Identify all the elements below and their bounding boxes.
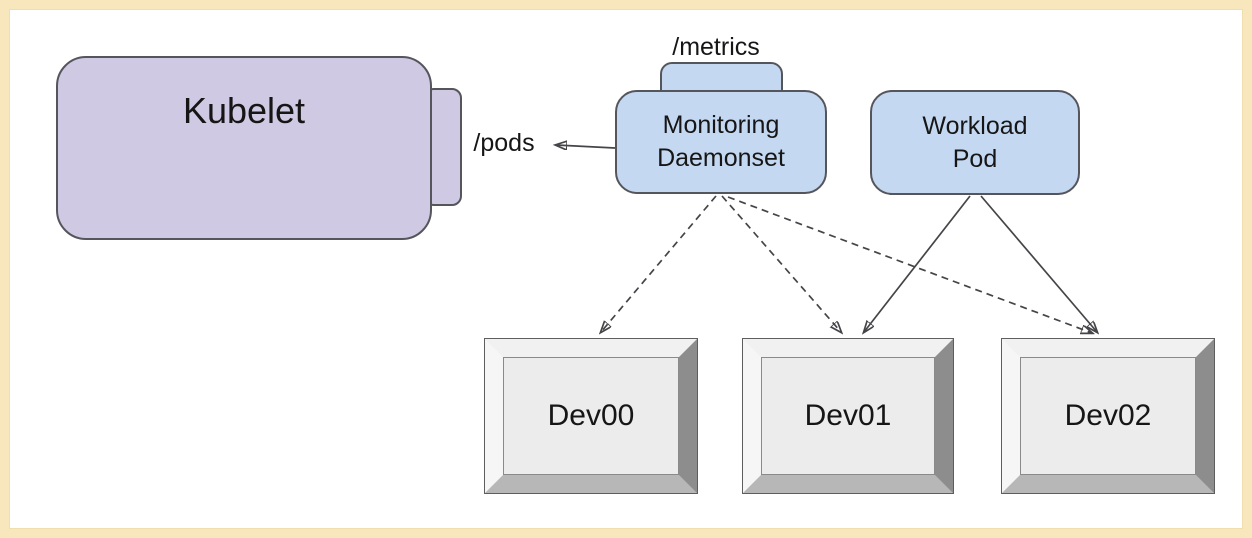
device-node-dev02: Dev02 [1001, 338, 1215, 494]
workload-pod-node: Workload Pod [870, 90, 1080, 195]
device-node-dev00: Dev00 [484, 338, 698, 494]
dev02-label: Dev02 [1064, 399, 1152, 432]
pods-endpoint-label: /pods [473, 129, 535, 157]
workload-pod-label: Workload Pod [922, 111, 1028, 173]
dev01-label: Dev01 [804, 399, 892, 432]
dev00-label: Dev00 [547, 399, 635, 432]
kubelet-label: Kubelet [182, 90, 306, 131]
metrics-endpoint-label: /metrics [672, 33, 760, 61]
monitoring-daemonset-label: Monitoring Daemonset [657, 111, 785, 172]
device-node-dev01: Dev01 [742, 338, 954, 494]
monitoring-daemonset-node: Monitoring Daemonset [615, 90, 827, 194]
kubelet-node: Kubelet [56, 56, 432, 240]
